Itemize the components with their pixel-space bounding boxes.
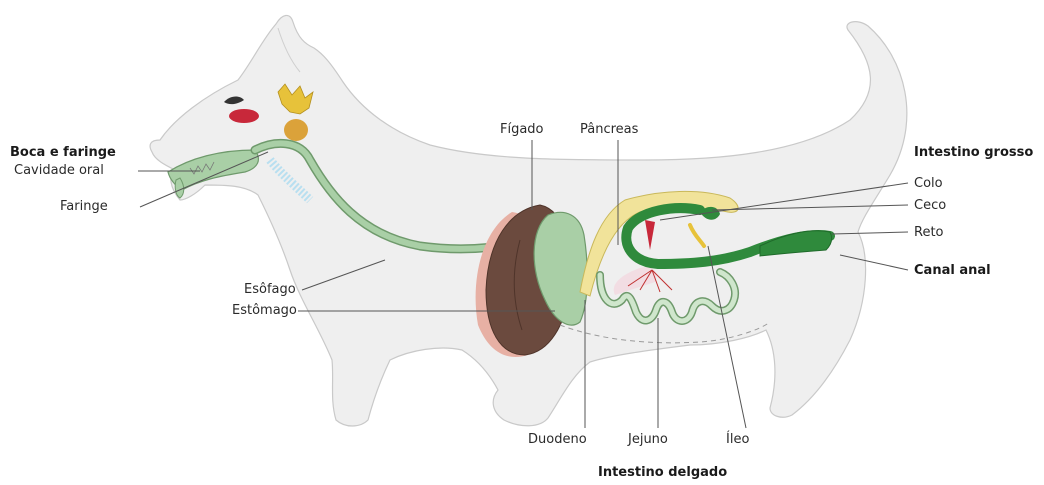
label-ceco: Ceco xyxy=(914,199,946,212)
label-pancreas: Pâncreas xyxy=(580,123,638,136)
label-estomago: Estômago xyxy=(232,304,297,317)
label-ileo: Íleo xyxy=(726,433,749,446)
label-faringe: Faringe xyxy=(60,200,108,213)
label-duodeno: Duodeno xyxy=(528,433,587,446)
label-figado: Fígado xyxy=(500,123,544,136)
label-intestino-grosso: Intestino grosso xyxy=(914,146,1033,159)
label-colo: Colo xyxy=(914,177,943,190)
eye-patch xyxy=(229,109,259,123)
parotid-gland xyxy=(284,119,308,141)
label-reto: Reto xyxy=(914,226,944,239)
label-cavidade-oral: Cavidade oral xyxy=(14,164,104,177)
label-canal-anal: Canal anal xyxy=(914,264,991,277)
label-intestino-delgado: Intestino delgado xyxy=(598,466,727,479)
label-jejuno: Jejuno xyxy=(628,433,668,446)
label-boca-faringe: Boca e faringe xyxy=(10,146,116,159)
label-esofago: Esôfago xyxy=(244,283,296,296)
